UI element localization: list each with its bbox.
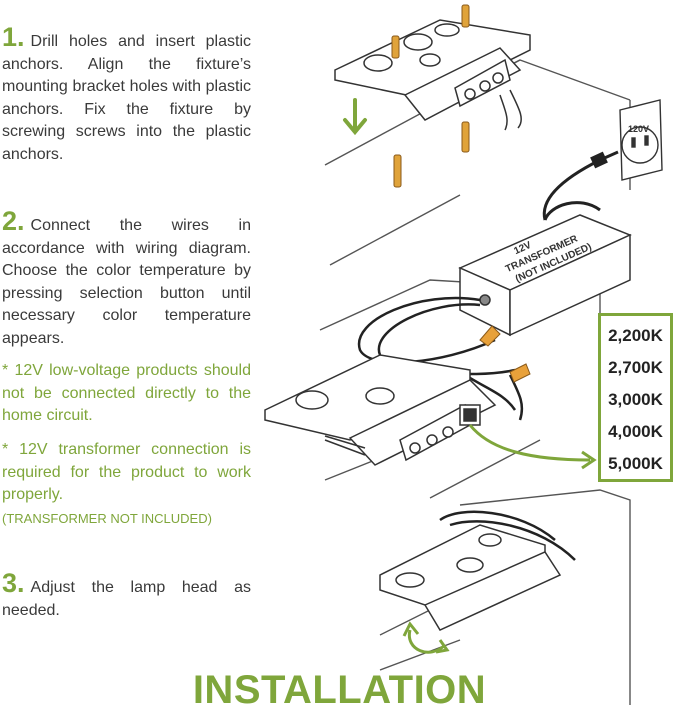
transformer-box xyxy=(458,214,632,337)
wire-nut-icons xyxy=(479,325,531,383)
color-temp-3000: 3,000K xyxy=(608,390,663,409)
wire-nut-icon xyxy=(509,363,531,383)
bracket-step3 xyxy=(379,510,576,631)
outlet-label: 120V xyxy=(628,124,649,134)
step-1-number: 1. xyxy=(2,22,25,52)
screw-icons-step1 xyxy=(391,4,470,188)
color-temperature-box: 2,200K 2,700K 3,000K 4,000K 5,000K xyxy=(598,313,673,482)
step-3: 3.Adjust the lamp head as needed. xyxy=(2,570,251,622)
arrow-down-icon xyxy=(343,98,367,136)
step-2-number: 2. xyxy=(2,206,25,236)
plug-icon xyxy=(590,151,608,169)
color-temp-2700: 2,700K xyxy=(608,358,663,377)
color-temp-4000: 4,000K xyxy=(608,422,663,441)
note-low-voltage: * 12V low-voltage products should not be… xyxy=(2,362,251,424)
screw-icon xyxy=(391,35,400,59)
screw-icon xyxy=(461,121,470,153)
step-2: 2.Connect the wires in accordance with w… xyxy=(2,208,251,350)
bracket-step1 xyxy=(334,19,531,131)
outlet-icon xyxy=(619,99,663,181)
screw-icons-step2 xyxy=(324,435,366,456)
color-temp-2200: 2,200K xyxy=(608,326,663,345)
arrow-right-icon xyxy=(468,424,597,470)
screw-icon xyxy=(461,4,470,28)
wire-nut-icon xyxy=(479,325,501,347)
note-transformer-not-included: (TRANSFORMER NOT INCLUDED) xyxy=(2,511,212,526)
page-title: INSTALLATION xyxy=(192,668,487,712)
screw-icon xyxy=(393,154,402,188)
step-1: 1.Drill holes and insert plastic anchors… xyxy=(2,24,251,166)
step-3-text: Adjust the lamp head as needed. xyxy=(2,579,251,619)
rotate-arrow-icon xyxy=(402,621,450,654)
color-temp-5000: 5,000K xyxy=(608,454,663,473)
step-1-text: Drill holes and insert plastic anchors. … xyxy=(2,33,251,163)
step-2-text: Connect the wires in accordance with wir… xyxy=(2,217,251,347)
note-transformer: * 12V transformer connection is required… xyxy=(2,441,251,503)
bracket-step2 xyxy=(264,354,497,466)
step-3-number: 3. xyxy=(2,568,25,598)
